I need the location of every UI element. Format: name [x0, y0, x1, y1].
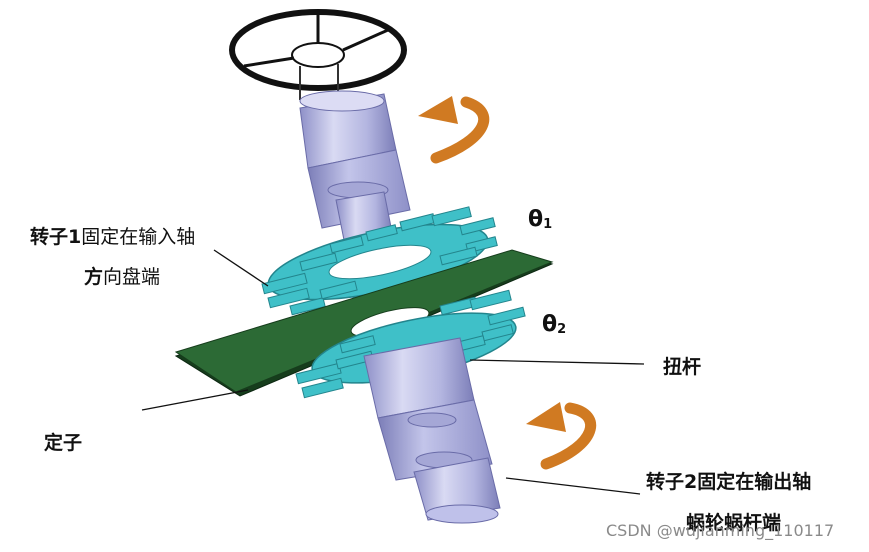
stator-label: 定子 — [44, 432, 83, 454]
theta-1-symbol: θ — [528, 207, 544, 232]
curved-arrow-icon — [526, 402, 596, 470]
rotor-1-label2-rest: 向盘端 — [103, 266, 161, 288]
theta-2-symbol: θ — [542, 312, 558, 337]
curved-arrow-icon — [418, 96, 490, 164]
watermark: CSDN @wujianming_110117 — [606, 521, 835, 540]
rotor-1-label2-bold: 方 — [84, 266, 104, 288]
leader-lines — [141, 249, 645, 495]
theta-1-subscript: 1 — [543, 217, 553, 232]
rotor-1-label-line2: 方向盘端 — [84, 262, 160, 289]
theta-1-label: θ1 — [528, 207, 552, 232]
rotor-1-label-rest: 固定在输入轴 — [81, 226, 196, 248]
rotor-1-label: 转子1固定在输入轴 — [30, 222, 195, 249]
rotor-1-label-bold: 转子1 — [30, 226, 82, 248]
steering-wheel-icon — [229, 9, 407, 100]
theta-2-subscript: 2 — [557, 322, 567, 337]
stator-plate — [174, 249, 554, 397]
torsion-bar-label: 扭杆 — [663, 356, 702, 378]
rotor-2-label-line2: 蜗轮蜗杆端 — [686, 512, 782, 534]
output-shaft — [363, 337, 501, 524]
rotor-1-gear — [261, 206, 498, 316]
theta-2-label: θ2 — [542, 312, 566, 337]
rotor-2-label: 转子2固定在输出轴 — [646, 471, 812, 493]
